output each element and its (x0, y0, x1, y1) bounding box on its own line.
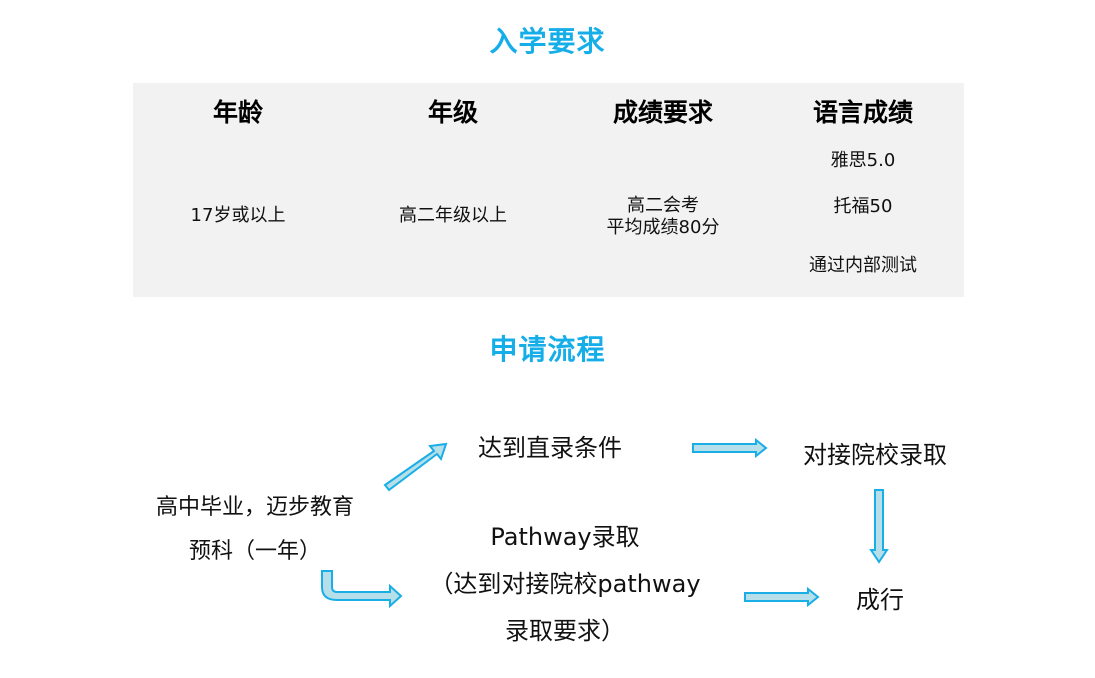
requirement-value-line: 平均成绩80分 (606, 217, 720, 238)
flow-node-line: 预科（一年） (188, 539, 321, 564)
flow-node-partner-admission: 对接院校录取 (803, 441, 947, 469)
flow-node-line: （达到对接院校pathway (429, 570, 701, 598)
column-header: 年龄 (212, 98, 263, 127)
column-header: 成绩要求 (612, 98, 713, 127)
flow-node-pathway: Pathway录取 （达到对接院校pathway 录取要求） (410, 514, 720, 655)
arrow-right-icon (692, 437, 768, 459)
column-header: 语言成绩 (812, 98, 913, 127)
arrow-right-icon (744, 586, 820, 608)
requirement-column-grade: 年级 高二年级以上 (348, 83, 558, 297)
language-item-ielts: 雅思5.0 (830, 150, 896, 171)
flow-node-start: 高中毕业，迈步教育 预科（一年） (140, 486, 370, 574)
flow-node-line: Pathway录取 (490, 523, 640, 551)
requirement-column-scores: 成绩要求 高二会考 平均成绩80分 (558, 83, 768, 297)
requirements-table: 年龄 17岁或以上 年级 高二年级以上 成绩要求 高二会考 平均成绩80分 语言… (133, 83, 964, 297)
requirement-column-age: 年龄 17岁或以上 (133, 83, 343, 297)
column-header: 年级 (427, 98, 478, 127)
requirement-value-line: 高二会考 (627, 195, 699, 216)
flow-node-success: 成行 (856, 586, 904, 614)
requirement-value: 高二年级以上 (399, 205, 507, 226)
process-title: 申请流程 (489, 333, 606, 366)
requirement-column-language: 语言成绩 雅思5.0 托福50 通过内部测试 (758, 83, 968, 297)
arrow-up-right-icon (383, 442, 448, 492)
flow-node-direct-admission: 达到直录条件 (478, 434, 622, 462)
flow-node-line: 高中毕业，迈步教育 (155, 495, 354, 520)
requirement-value: 17岁或以上 (190, 205, 286, 226)
language-item-toefl: 托福50 (833, 196, 893, 217)
flow-node-line: 录取要求） (505, 617, 625, 645)
requirements-title: 入学要求 (489, 25, 606, 58)
arrow-down-icon (869, 489, 889, 564)
requirement-value: 高二会考 平均成绩80分 (558, 195, 768, 239)
language-item-internal-test: 通过内部测试 (809, 255, 917, 276)
arrow-bent-right-icon (321, 570, 403, 609)
